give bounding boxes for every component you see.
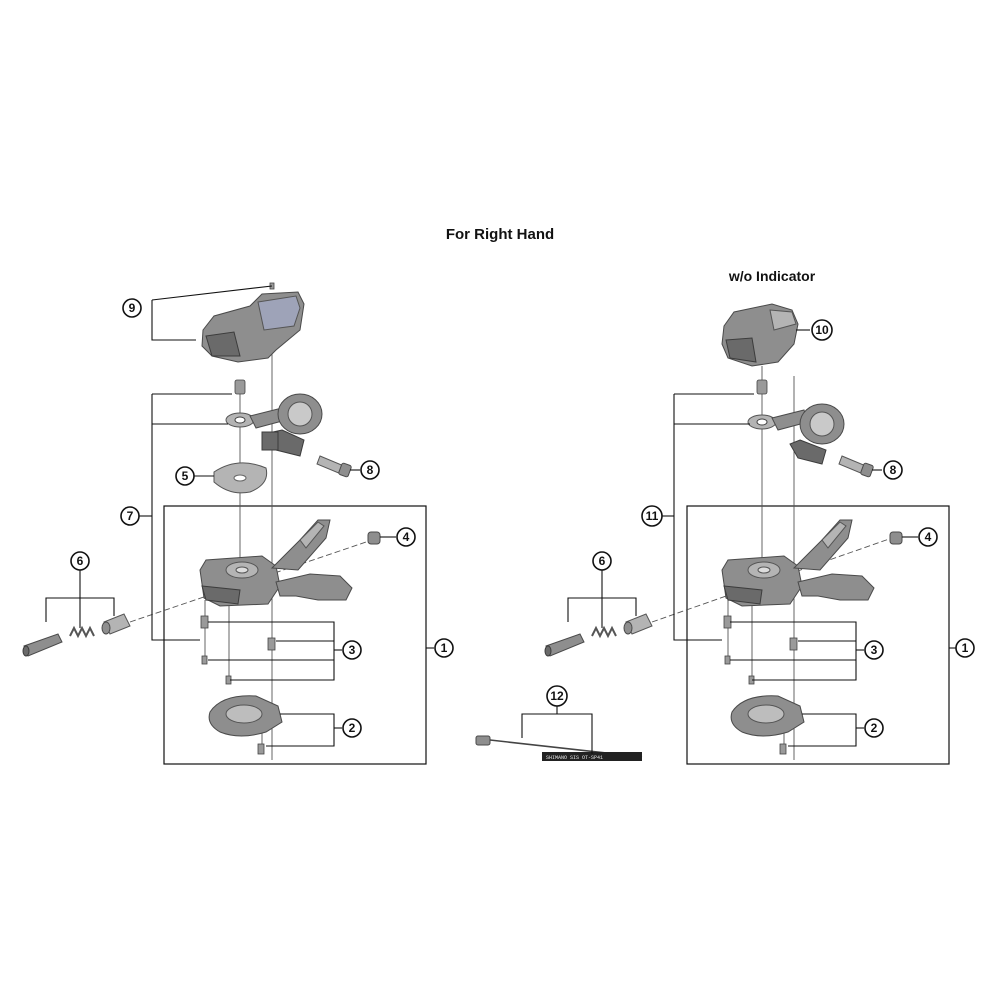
bracket-part-7 (225, 379, 323, 457)
callout-8-left: 8 (360, 460, 380, 480)
callout-10-right: 10 (811, 319, 833, 341)
svg-text:10: 10 (815, 323, 829, 337)
callout-4-right: 4 (918, 527, 938, 547)
callout-4-left: 4 (396, 527, 416, 547)
svg-text:11: 11 (646, 509, 659, 523)
cable-print: SHIMANO SIS OT-SP41 (546, 755, 603, 761)
callout-2-right: 2 (864, 718, 884, 738)
shifter-body-part-1 (199, 519, 353, 607)
callout-6-left: 6 (70, 551, 90, 571)
callout-1-right: 1 (955, 638, 975, 658)
callout-1-left: 1 (434, 638, 454, 658)
svg-text:2: 2 (349, 721, 356, 735)
svg-text:8: 8 (367, 463, 374, 477)
callout-11-right: 11 (641, 505, 663, 527)
inner-cable-part-12: SHIMANO SIS OT-SP41 12 (475, 685, 643, 761)
callout-9-left: 9 (122, 298, 142, 318)
cap-part-4 (367, 531, 381, 545)
bracket-part-11 (747, 379, 845, 465)
svg-text:5: 5 (182, 469, 189, 483)
svg-text:3: 3 (349, 643, 356, 657)
shifter-body-part-1-right (721, 519, 875, 607)
callout-2-left: 2 (342, 718, 362, 738)
base-cover-part-2-right (730, 695, 805, 755)
screws-part-3-right (723, 615, 798, 685)
plate-part-5 (213, 462, 268, 494)
svg-text:3: 3 (871, 643, 878, 657)
svg-text:7: 7 (127, 509, 134, 523)
pin-spring-part-6 (22, 613, 131, 657)
screws-part-3 (200, 615, 276, 685)
bolt-part-8-right (838, 455, 874, 478)
cover-part-9 (201, 282, 305, 363)
callout-3-left: 3 (342, 640, 362, 660)
variant-subtitle: w/o Indicator (728, 268, 816, 284)
svg-text:6: 6 (599, 554, 606, 568)
diagram-title: For Right Hand (446, 226, 554, 243)
callout-3-right: 3 (864, 640, 884, 660)
callout-6-right: 6 (592, 551, 612, 571)
svg-text:1: 1 (441, 641, 448, 655)
svg-text:1: 1 (962, 641, 969, 655)
left-assembly: 9 7 5 8 4 6 3 2 1 (22, 282, 454, 765)
svg-text:6: 6 (77, 554, 84, 568)
bolt-part-8 (316, 455, 352, 478)
svg-text:12: 12 (550, 689, 564, 703)
svg-text:9: 9 (129, 301, 136, 315)
base-cover-part-2 (208, 695, 283, 755)
callout-5-left: 5 (175, 466, 195, 486)
svg-text:8: 8 (890, 463, 897, 477)
pin-spring-part-6-right (544, 613, 653, 657)
svg-text:2: 2 (871, 721, 878, 735)
svg-text:4: 4 (403, 530, 410, 544)
assembly-frame-left (163, 505, 427, 765)
callout-8-right: 8 (883, 460, 903, 480)
cap-part-4-right (889, 531, 903, 545)
callout-7-left: 7 (120, 506, 140, 526)
assembly-frame-right (686, 505, 950, 765)
right-assembly: 10 11 8 4 6 3 2 1 (544, 303, 975, 765)
svg-text:4: 4 (925, 530, 932, 544)
callout-12-center: 12 (546, 685, 568, 707)
cover-part-10 (721, 303, 799, 367)
